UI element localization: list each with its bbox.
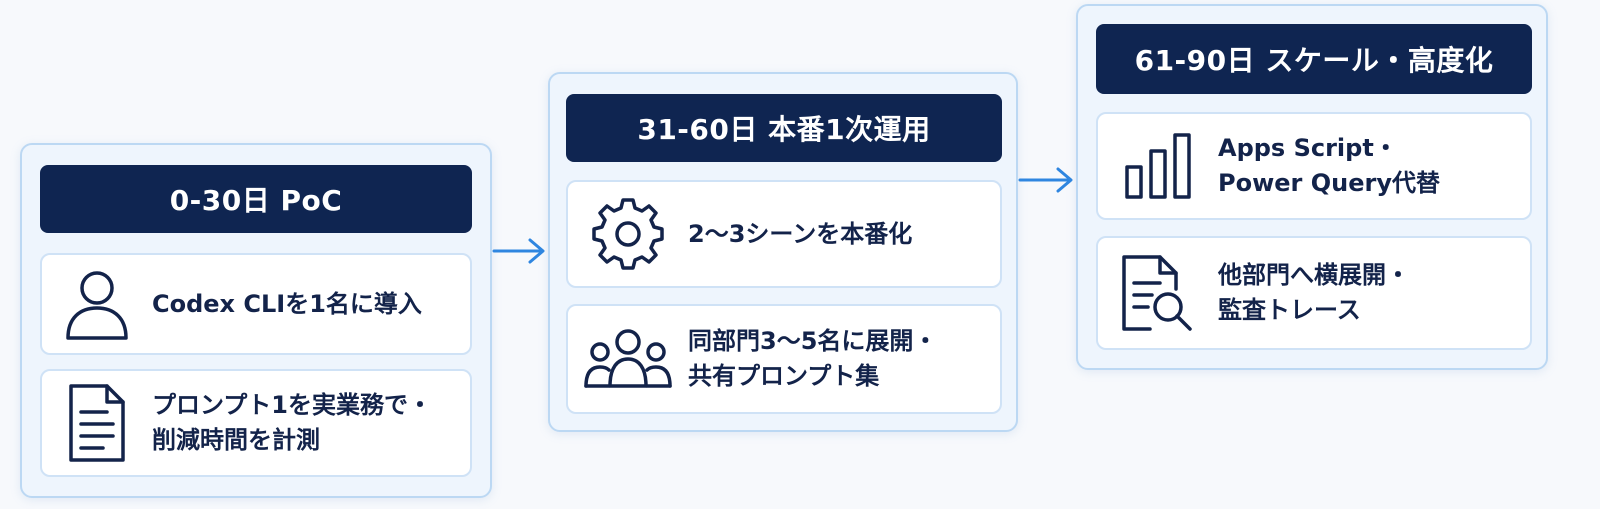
phase-title-3: 61-90日 スケール・高度化 bbox=[1096, 24, 1532, 94]
phase-1-card-2: プロンプト1を実業務で・ 削減時間を計測 bbox=[40, 369, 472, 477]
phase-title-1: 0-30日 PoC bbox=[40, 165, 472, 233]
team-icon bbox=[568, 306, 688, 412]
card-text: 同部門3〜5名に展開・ 共有プロンプト集 bbox=[688, 327, 938, 390]
phase-3-card-2: 他部門へ横展開・ 監査トレース bbox=[1096, 236, 1532, 350]
card-text: プロンプト1を実業務で・ 削減時間を計測 bbox=[152, 391, 432, 454]
phase-2-card-2: 同部門3〜5名に展開・ 共有プロンプト集 bbox=[566, 304, 1002, 414]
arrow-right-icon bbox=[492, 238, 545, 264]
card-text: 他部門へ横展開・ 監査トレース bbox=[1218, 261, 1410, 324]
phase-panel-3: 61-90日 スケール・高度化 Apps Script・ Power Query… bbox=[1076, 4, 1548, 370]
phase-1-card-1: Codex CLIを1名に導入 bbox=[40, 253, 472, 355]
phase-panel-2: 31-60日 本番1次運用 2〜3シーンを本番化 bbox=[548, 72, 1018, 432]
document-icon bbox=[42, 371, 152, 475]
phase-3-card-1: Apps Script・ Power Query代替 bbox=[1096, 112, 1532, 220]
card-text: Codex CLIを1名に導入 bbox=[152, 289, 422, 318]
phase-2-card-1: 2〜3シーンを本番化 bbox=[566, 180, 1002, 288]
gear-icon bbox=[568, 182, 688, 286]
user-icon bbox=[42, 255, 152, 353]
document-search-icon bbox=[1098, 238, 1218, 348]
phase-title-2: 31-60日 本番1次運用 bbox=[566, 94, 1002, 162]
bar-chart-icon bbox=[1098, 114, 1218, 218]
phase-panel-1: 0-30日 PoC Codex CLIを1名に導入 bbox=[20, 143, 492, 498]
arrow-right-icon bbox=[1018, 167, 1073, 193]
card-text: Apps Script・ Power Query代替 bbox=[1218, 134, 1440, 197]
card-text: 2〜3シーンを本番化 bbox=[688, 219, 913, 248]
